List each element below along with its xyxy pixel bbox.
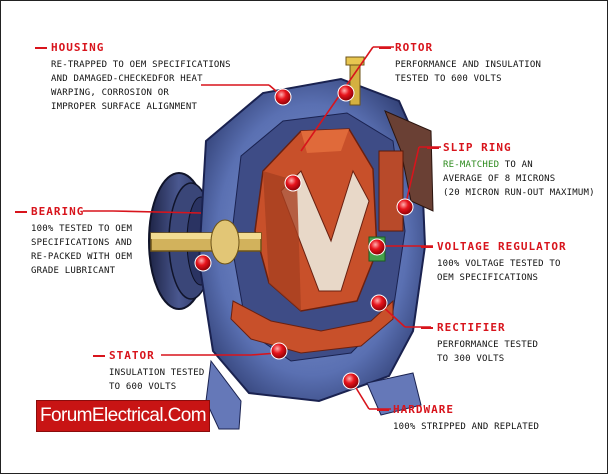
rotor-top-marker — [337, 84, 355, 102]
bearing-marker — [194, 254, 212, 272]
rectifier-line-2: TO 300 VOLTS — [437, 354, 505, 364]
hardware-marker — [342, 372, 360, 390]
hardware-title: HARDWARE — [393, 403, 454, 416]
rectifier-title: RECTIFIER — [437, 321, 506, 334]
housing-label: HOUSING RE-TRAPPED TO OEM SPECIFICATIONS… — [35, 41, 231, 114]
rotor-title: ROTOR — [395, 41, 434, 54]
hardware-label: HARDWARE 100% STRIPPED AND REPLATED — [377, 403, 539, 434]
stator-marker — [270, 342, 288, 360]
bearing-line-4: GRADE LUBRICANT — [31, 266, 116, 276]
slip-ring-title: SLIP RING — [443, 141, 512, 154]
bearing-line-1: 100% TESTED TO OEM — [31, 224, 133, 234]
stator-label: STATOR INSULATION TESTED TO 600 VOLTS — [93, 349, 205, 394]
rotor-line-1: PERFORMANCE AND INSULATION — [395, 60, 542, 70]
bearing-line-3: RE-PACKED WITH OEM — [31, 252, 133, 262]
slip-ring-line-1: TO AN — [499, 160, 533, 170]
voltage-regulator-label: VOLTAGE REGULATOR 100% VOLTAGE TESTED TO… — [421, 240, 567, 285]
voltage-regulator-marker — [368, 238, 386, 256]
marker-dots — [194, 84, 414, 390]
housing-line-4: IMPROPER SURFACE ALIGNMENT — [51, 102, 198, 112]
housing-line-3: WARPING, CORROSION OR — [51, 88, 169, 98]
rectifier-marker — [370, 294, 388, 312]
hardware-line-1: 100% STRIPPED AND REPLATED — [393, 422, 540, 432]
voltage-regulator-title: VOLTAGE REGULATOR — [437, 240, 567, 253]
housing-title: HOUSING — [51, 41, 105, 54]
slip-ring-highlight: RE-MATCHED — [443, 160, 500, 170]
rectifier-line-1: PERFORMANCE TESTED — [437, 340, 539, 350]
slip-ring-line-2: AVERAGE OF 8 MICRONS — [443, 174, 556, 184]
housing-line-1: RE-TRAPPED TO OEM SPECIFICATIONS — [51, 60, 231, 70]
housing-marker — [274, 88, 292, 106]
stator-title: STATOR — [109, 349, 155, 362]
stator-line-2: TO 600 VOLTS — [109, 382, 177, 392]
bearing-label: BEARING 100% TESTED TO OEM SPECIFICATION… — [15, 205, 132, 278]
rotor-label: ROTOR PERFORMANCE AND INSULATION TESTED … — [379, 41, 541, 86]
bearing-title: BEARING — [31, 205, 85, 218]
bearing-line-2: SPECIFICATIONS AND — [31, 238, 133, 248]
rectifier-label: RECTIFIER PERFORMANCE TESTED TO 300 VOLT… — [421, 321, 538, 366]
slip-ring-label: SLIP RING RE-MATCHED TO AN AVERAGE OF 8 … — [427, 141, 595, 200]
rotor-marker — [284, 174, 302, 192]
housing-line-2: AND DAMAGED-CHECKEDFOR HEAT — [51, 74, 203, 84]
stator-line-1: INSULATION TESTED — [109, 368, 205, 378]
voltage-regulator-line-2: OEM SPECIFICATIONS — [437, 273, 539, 283]
slip-ring-marker — [396, 198, 414, 216]
brand-text: ForumElectrical.Com — [40, 405, 207, 426]
shaft — [150, 219, 262, 265]
slip-ring-line-3: (20 MICRON RUN-OUT MAXIMUM) — [443, 188, 595, 198]
rotor-line-2: TESTED TO 600 VOLTS — [395, 74, 502, 84]
voltage-regulator-line-1: 100% VOLTAGE TESTED TO — [437, 259, 561, 269]
brand-banner: ForumElectrical.Com — [36, 400, 210, 432]
